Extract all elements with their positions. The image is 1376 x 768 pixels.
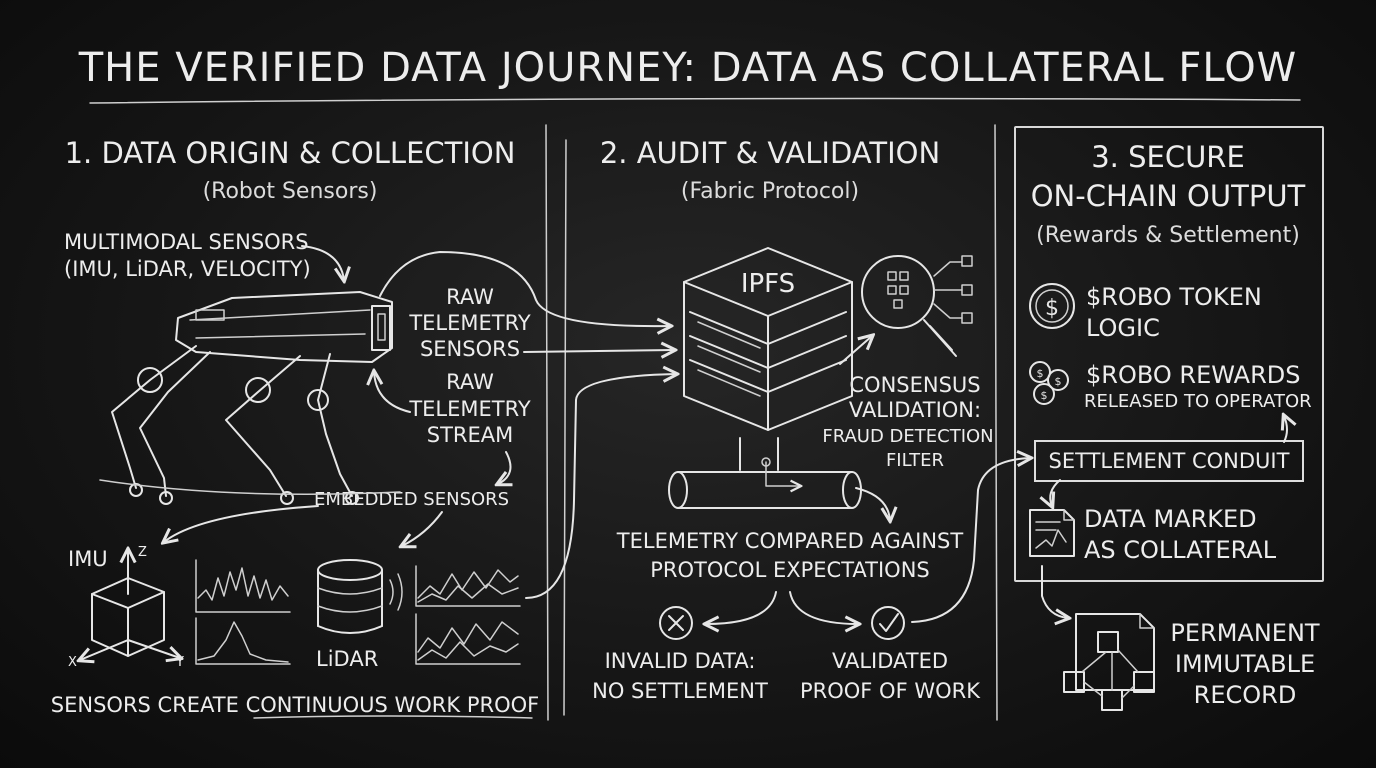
valid-label-1: VALIDATED — [831, 649, 949, 673]
section2-subheading: (Fabric Protocol) — [680, 179, 860, 204]
rewards-label-2: RELEASED TO OPERATOR — [1084, 391, 1312, 412]
invalid-label-2: NO SETTLEMENT — [592, 679, 768, 703]
section1-subheading: (Robot Sensors) — [202, 179, 378, 204]
lidar-chart-top-icon — [416, 566, 520, 606]
axis-z-label: Z — [138, 545, 147, 560]
imu-signal-chart-icon — [196, 560, 290, 612]
divider-left-2 — [564, 140, 566, 715]
arrow-embedded-to-lidar — [402, 512, 442, 546]
invalid-label-1: INVALID DATA: — [604, 649, 756, 673]
page-title: THE VERIFIED DATA JOURNEY: DATA AS COLLA… — [78, 45, 1298, 91]
arrow-embedded-to-imu — [164, 506, 318, 542]
arrow-pipe-to-compare — [856, 488, 890, 520]
token-logic-label-1: $ROBO TOKEN — [1086, 283, 1262, 311]
token-logic-label-2: LOGIC — [1086, 314, 1160, 342]
rewards-label-1: $ROBO REWARDS — [1086, 361, 1301, 389]
section1-footer: SENSORS CREATE CONTINUOUS WORK PROOF — [50, 693, 540, 717]
divider-left — [546, 125, 548, 720]
section3-heading-2: ON-CHAIN OUTPUT — [1030, 179, 1306, 213]
multimodal-sensors-types: (IMU, LiDAR, VELOCITY) — [64, 257, 311, 281]
lidar-label: LiDAR — [316, 647, 379, 671]
axis-y-label: Y — [176, 655, 184, 670]
imu-peak-chart-icon — [196, 618, 290, 664]
raw-sensors-label-3: SENSORS — [419, 337, 521, 361]
title-underline — [90, 99, 1300, 103]
blockchain-record-icon — [1064, 614, 1154, 710]
consensus-label-1: CONSENSUS — [849, 373, 981, 397]
consensus-label-3: FRAUD DETECTION — [822, 426, 994, 447]
collateral-label-1: DATA MARKED — [1084, 505, 1257, 533]
embedded-sensors-label: EMBEDDED SENSORS — [314, 489, 510, 510]
compare-label-2: PROTOCOL EXPECTATIONS — [650, 558, 930, 582]
arrow-raw-to-ipfs — [524, 350, 674, 352]
imu-label: IMU — [68, 547, 108, 571]
consensus-label-4: FILTER — [885, 450, 945, 471]
raw-sensors-label-1: RAW — [446, 285, 494, 309]
valid-label-2: PROOF OF WORK — [799, 679, 980, 703]
divider-right — [995, 125, 997, 720]
section3-subheading: (Rewards & Settlement) — [1036, 223, 1300, 248]
consensus-label-2: VALIDATION: — [848, 398, 982, 422]
section2-heading: 2. AUDIT & VALIDATION — [599, 136, 941, 170]
arrow-compare-to-invalid — [706, 592, 776, 624]
section1-heading: 1. DATA ORIGIN & COLLECTION — [64, 136, 516, 170]
raw-sensors-label-2: TELEMETRY — [409, 311, 531, 335]
section3-heading-1: 3. SECURE — [1091, 140, 1245, 174]
ipfs-label: IPFS — [740, 269, 796, 299]
robot-dog-icon — [100, 292, 400, 504]
raw-stream-label-2: TELEMETRY — [409, 397, 531, 421]
axis-x-label: X — [68, 655, 77, 670]
valid-check-icon — [872, 607, 904, 639]
invalid-cross-icon — [660, 607, 692, 639]
compare-label-1: TELEMETRY COMPARED AGAINST — [616, 529, 964, 553]
section3-panel — [1014, 126, 1324, 582]
validation-pipe-icon — [669, 438, 861, 508]
fraud-detection-magnifier-icon — [862, 256, 972, 356]
record-label-3: RECORD — [1193, 681, 1297, 709]
lidar-chart-bottom-icon — [416, 614, 520, 664]
raw-stream-label-1: RAW — [446, 370, 494, 394]
arrow-ipfs-to-filter — [840, 336, 872, 364]
multimodal-sensors-label: MULTIMODAL SENSORS — [64, 230, 309, 254]
arrow-compare-to-valid — [790, 592, 858, 624]
record-label-1: PERMANENT — [1170, 619, 1320, 647]
lidar-sensor-icon — [318, 560, 402, 633]
collateral-label-2: AS COLLATERAL — [1084, 536, 1277, 564]
record-label-2: IMMUTABLE — [1174, 650, 1316, 678]
arrow-stream-to-embedded — [498, 452, 511, 484]
settlement-conduit: SETTLEMENT CONDUIT — [1034, 440, 1304, 482]
raw-stream-label-3: STREAM — [426, 423, 514, 447]
